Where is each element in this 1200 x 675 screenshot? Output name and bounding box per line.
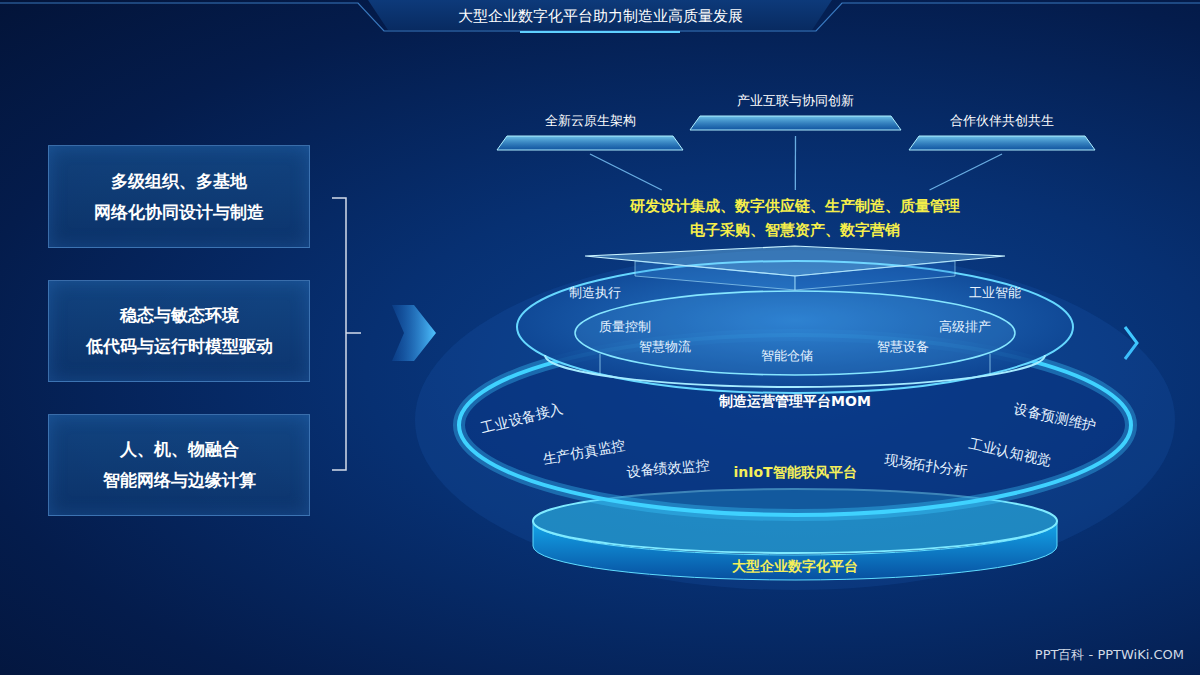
box-text: 稳态与敏态环境 低代码与运行时模型驱动: [63, 300, 295, 362]
connector-line: [930, 154, 1002, 190]
mom-disk: [517, 261, 1073, 393]
mom-pillar: [990, 354, 991, 374]
connector-line: [590, 154, 662, 190]
box-text: 人、机、物融合 智能网络与边缘计算: [63, 434, 295, 496]
bracket: [332, 198, 361, 470]
panel-plate: [909, 136, 1095, 150]
panel-shape: 合作伙伴共创共生: [907, 112, 1097, 154]
feature-label: 质量控制: [599, 319, 651, 335]
feature-box: 人、机、物融合 智能网络与边缘计算: [48, 414, 310, 516]
mom-pillar: [600, 354, 601, 374]
panel-label: 全新云原生架构: [495, 112, 685, 130]
panel-shape: 全新云原生架构: [495, 112, 685, 154]
platform-title: inIoT智能联风平台: [733, 464, 856, 480]
page-title: 大型企业数字化平台助力制造业高质量发展: [0, 6, 1200, 26]
prism-text: 研发设计集成、数字供应链、生产制造、质量管理 电子采购、智慧资产、数字营销: [627, 194, 963, 242]
feature-label: 智能仓储: [761, 348, 813, 364]
header-line: [0, 3, 1200, 31]
feature-label: 智慧设备: [877, 339, 929, 355]
prism-face: [795, 261, 955, 290]
glow: [415, 250, 1175, 590]
panel-label: 合作伙伴共创共生: [907, 112, 1097, 130]
header-glow: [520, 31, 680, 33]
platform-title: 大型企业数字化平台: [732, 558, 858, 574]
box-text: 多级组织、多基地 网络化协同设计与制造: [63, 166, 295, 228]
panel-plate: [690, 116, 901, 130]
panel-shape: 产业互联与协同创新: [688, 92, 903, 136]
feature-label: 高级排产: [939, 319, 991, 335]
panel-plate: [497, 136, 683, 150]
watermark: PPT百科 - PPTWiKi.COM: [1035, 647, 1184, 663]
feature-box: 稳态与敏态环境 低代码与运行时模型驱动: [48, 280, 310, 382]
feature-box: 多级组织、多基地 网络化协同设计与制造: [48, 145, 310, 248]
feature-label: 智慧物流: [639, 339, 691, 355]
feature-label: 工业智能: [969, 285, 1021, 301]
mom-inner-ring: [575, 291, 1015, 375]
panel-label: 产业互联与协同创新: [688, 92, 903, 110]
feature-label: 制造执行: [569, 285, 621, 301]
prism-face: [635, 261, 795, 290]
big-arrow: [392, 305, 436, 361]
platform-title: 制造运营管理平台MOM: [719, 393, 871, 409]
connector-line: [795, 136, 796, 190]
prism-shape: 研发设计集成、数字供应链、生产制造、质量管理 电子采购、智慧资产、数字营销: [575, 190, 1015, 290]
